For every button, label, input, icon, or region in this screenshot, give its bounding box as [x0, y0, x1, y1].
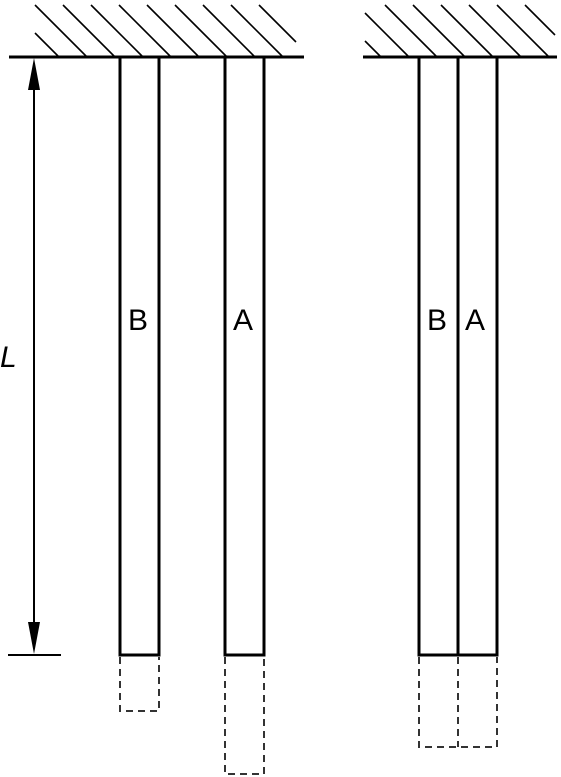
rod-a-left-body [223, 55, 266, 657]
rod-b-left-body [118, 55, 161, 657]
arrowhead-down-icon [28, 622, 40, 654]
length-label: L [0, 341, 17, 374]
rod-a-left-elongation [224, 657, 265, 775]
arrowhead-up-icon [28, 58, 40, 90]
right-support-hatching [364, 4, 556, 58]
rod-b-right-label: B [427, 304, 447, 337]
joined-rods: B A [417, 55, 499, 748]
right-support [363, 4, 557, 59]
rod-a-right-label: A [465, 304, 485, 337]
left-support-hatching [34, 4, 297, 58]
rod-b-right-body [417, 55, 460, 657]
left-support [9, 4, 304, 59]
rod-b-left: B [118, 55, 161, 712]
rod-a-left: A [223, 55, 266, 775]
length-dimension: L [0, 58, 61, 656]
rod-a-left-label: A [233, 304, 253, 337]
rod-b-left-label: B [128, 304, 148, 337]
rod-b-left-elongation [119, 657, 160, 712]
rod-a-right-body [456, 55, 499, 657]
